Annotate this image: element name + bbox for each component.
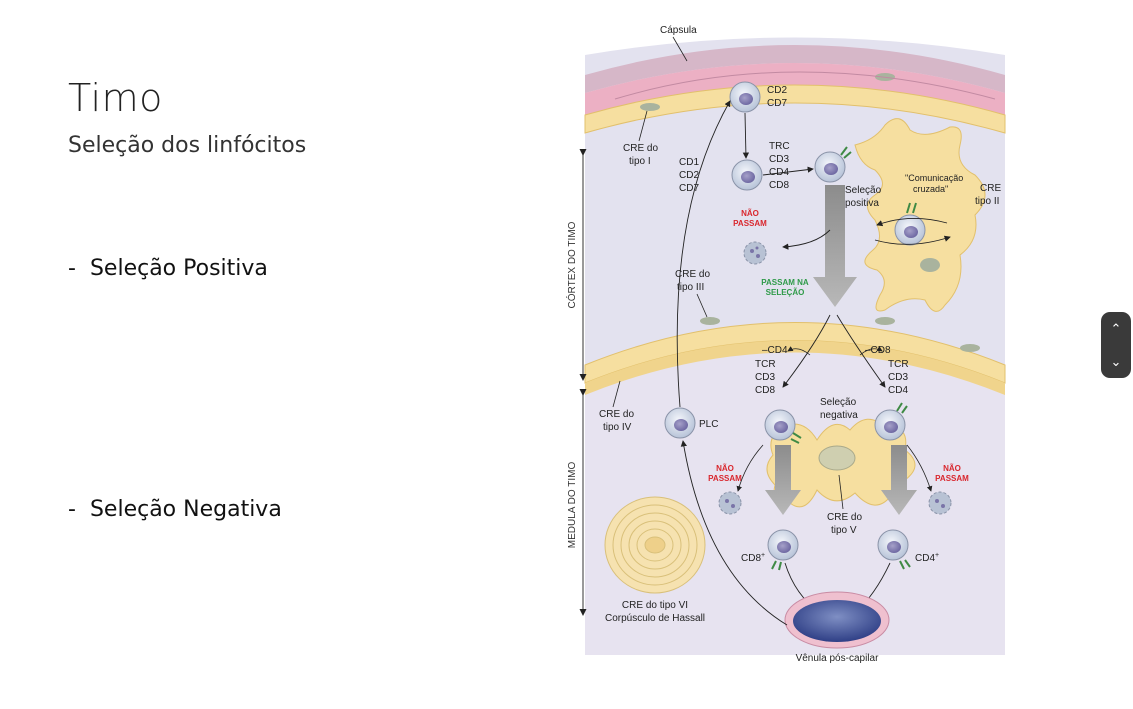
passam-label: PASSAM NA — [761, 278, 809, 287]
svg-text:positiva: positiva — [845, 198, 879, 209]
capsule-pink — [585, 63, 1005, 115]
svg-text:tipo V: tipo V — [831, 525, 857, 536]
capsule-outer — [585, 45, 1005, 93]
svg-text:PASSAM: PASSAM — [708, 474, 742, 483]
post-capillary-venule — [784, 591, 890, 649]
bullet-text: Seleção Negativa — [89, 497, 282, 522]
svg-text:Corpúsculo de Hassall: Corpúsculo de Hassall — [605, 613, 705, 624]
bullet-text: Seleção Positiva — [89, 256, 268, 281]
svg-text:TCR: TCR — [888, 359, 909, 370]
apoptotic-cell-top — [743, 241, 767, 265]
svg-text:CD3: CD3 — [755, 372, 775, 383]
svg-text:CD4: CD4 — [769, 167, 789, 178]
thymocyte-double-positive — [814, 146, 852, 183]
svg-text:TCR: TCR — [755, 359, 776, 370]
svg-text:cruzada": cruzada" — [913, 184, 948, 194]
svg-text:CD8: CD8 — [769, 180, 789, 191]
hassall-corpuscle — [604, 496, 706, 594]
thymocyte-positive-selection — [874, 202, 951, 246]
svg-text:TRC: TRC — [769, 141, 790, 152]
slide-subtitle: Seleção dos linfócitos — [68, 133, 307, 158]
cre1-label: CRE do — [623, 143, 658, 154]
thymocyte-cd1-cd2-cd7 — [731, 159, 763, 191]
venule-label: Vênula pós-capilar — [796, 653, 879, 664]
svg-text:CD8+: CD8+ — [741, 552, 765, 564]
thymocyte-cd4-single-positive — [877, 529, 911, 570]
medulla-axis-label: MEDULA DO TIMO — [567, 462, 578, 549]
nao-passam-top: NÃO — [741, 209, 759, 218]
capsule-yellow — [584, 84, 1006, 134]
svg-text:CD8: CD8 — [755, 385, 775, 396]
crosstalk-label: "Comunicação — [905, 173, 963, 183]
chevron-down-icon[interactable]: ⌄ — [1110, 354, 1122, 369]
cre2-stromal-cell — [854, 118, 986, 312]
svg-text:CD2: CD2 — [679, 170, 699, 181]
svg-text:tipo IV: tipo IV — [603, 422, 632, 433]
cre3-label: CRE do — [675, 269, 710, 280]
bullet-positive-selection: -Seleção Positiva — [68, 256, 268, 281]
svg-text:CD2: CD2 — [767, 85, 787, 96]
svg-text:–CD4: –CD4 — [762, 345, 788, 356]
svg-text:PLC: PLC — [699, 419, 718, 430]
svg-text:PASSAM: PASSAM — [935, 474, 969, 483]
scroll-control[interactable]: ⌃ ⌄ — [1101, 312, 1131, 378]
thymocyte-cd2-cd7 — [729, 81, 761, 113]
apoptotic-cell-left — [718, 491, 742, 515]
bullet-negative-selection: -Seleção Negativa — [68, 497, 282, 522]
cre2-label: CRE — [980, 183, 1001, 194]
svg-text:CD7: CD7 — [767, 98, 787, 109]
thymocyte-negative-selection-right — [874, 402, 908, 441]
thymocyte-negative-selection-left — [764, 409, 802, 444]
cre1-nucleus — [640, 103, 660, 111]
svg-text:Seleção: Seleção — [820, 397, 857, 408]
passam-arrow — [813, 185, 857, 307]
svg-text:PASSAM: PASSAM — [733, 219, 767, 228]
svg-text:Seleção: Seleção — [845, 185, 882, 196]
slide-title: Timo — [68, 76, 163, 120]
svg-text:CD4+: CD4+ — [915, 552, 939, 564]
svg-text:CD1: CD1 — [679, 157, 699, 168]
bullet-dash: - — [68, 497, 76, 522]
nao-passam-left: NÃO — [716, 464, 734, 473]
cre4-label: CRE do — [599, 409, 634, 420]
cortex-axis-label: CÓRTEX DO TIMO — [565, 221, 578, 308]
svg-text:tipo III: tipo III — [677, 282, 704, 293]
nao-passam-right: NÃO — [943, 464, 961, 473]
svg-text:–CD8: –CD8 — [865, 345, 891, 356]
svg-text:CD3: CD3 — [769, 154, 789, 165]
svg-text:SELEÇÃO: SELEÇÃO — [766, 288, 805, 297]
apoptotic-cell-right — [928, 491, 952, 515]
cre6-label: CRE do tipo VI — [622, 600, 688, 611]
svg-text:CD3: CD3 — [888, 372, 908, 383]
cre5-label: CRE do — [827, 512, 862, 523]
capsule-label: Cápsula — [660, 25, 697, 36]
chevron-up-icon[interactable]: ⌃ — [1110, 321, 1122, 336]
svg-text:tipo I: tipo I — [629, 156, 651, 167]
svg-text:negativa: negativa — [820, 410, 858, 421]
bullet-dash: - — [68, 256, 76, 281]
thymocyte-cd8-single-positive — [767, 529, 799, 571]
svg-text:CD7: CD7 — [679, 183, 699, 194]
plc-cell — [664, 407, 696, 439]
svg-text:tipo II: tipo II — [975, 196, 999, 207]
thymus-diagram: CÓRTEX DO TIMO MEDULA DO TIMO Cápsula CR… — [555, 15, 1030, 670]
svg-text:CD4: CD4 — [888, 385, 908, 396]
